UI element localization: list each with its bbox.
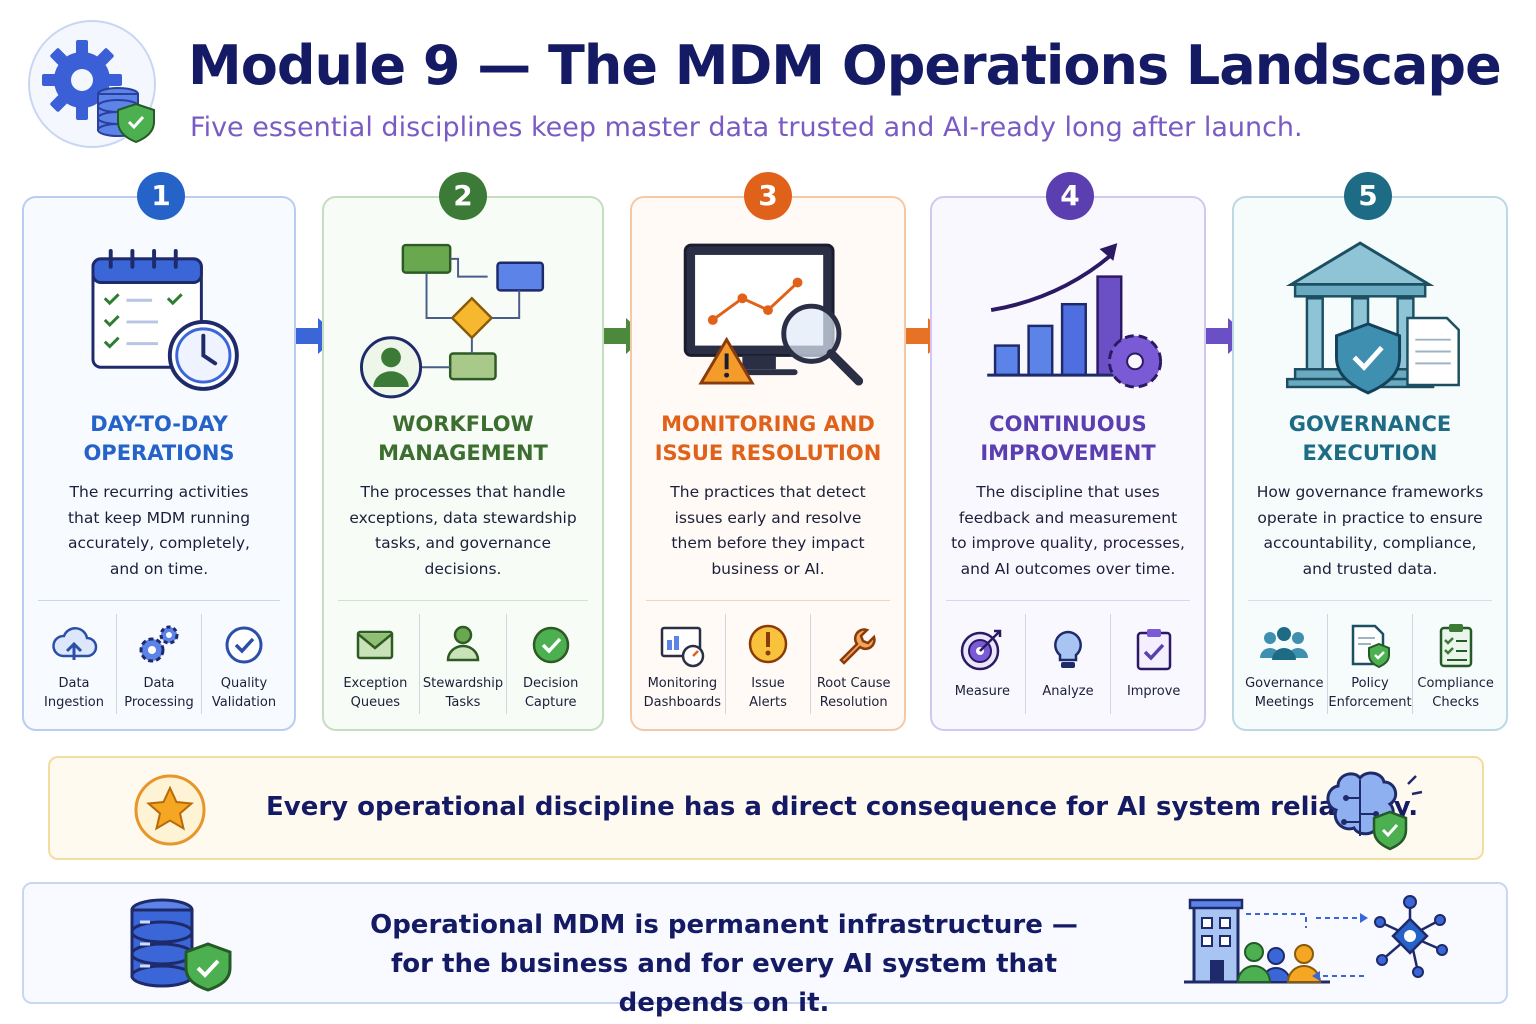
subitem-analyze: Analyze	[1024, 614, 1111, 714]
subitem-label: Policy Enforcement	[1328, 676, 1412, 710]
card-subitems: Governance Meetings Policy Enforcement C…	[1242, 614, 1498, 714]
subitem-exception-queues: Exception Queues	[332, 614, 419, 714]
document-shield-icon	[1351, 624, 1390, 669]
subitem-label: Improve	[1126, 684, 1181, 699]
card-description: The practices that detect issues early a…	[670, 483, 866, 578]
person-icon	[446, 625, 480, 662]
card-description: How governance frameworks operate in pra…	[1256, 483, 1484, 578]
calendar-clock-icon	[91, 249, 239, 391]
card-divider	[646, 600, 890, 601]
wrench-icon	[838, 628, 876, 665]
subitem-label: Monitoring Dashboards	[643, 676, 721, 710]
card-title: WORKFLOW MANAGEMENT	[378, 412, 548, 465]
card-day-to-day-operations: 1 DAY-TO-DAY OPERATIONS The recurring ac…	[22, 172, 296, 731]
page-subtitle: Five essential disciplines keep master d…	[190, 112, 1303, 143]
card-divider	[946, 600, 1190, 601]
people-icon	[1260, 627, 1309, 660]
card-divider	[338, 600, 588, 601]
subitem-label: Exception Queues	[343, 676, 408, 710]
subitem-label: Governance Meetings	[1245, 676, 1324, 710]
subitem-label: Issue Alerts	[749, 676, 787, 710]
dashboard-icon	[661, 626, 705, 668]
card-title: DAY-TO-DAY OPERATIONS	[83, 412, 235, 465]
ai-reliability-statement: Every operational discipline has a direc…	[266, 792, 1419, 822]
target-icon	[961, 629, 1002, 671]
card-number-badge: 1	[137, 172, 185, 220]
card-governance-execution: 5 GOVERNANCE EXECUTION How governance fr…	[1232, 172, 1508, 731]
subitem-quality-validation: Quality Validation	[201, 614, 286, 714]
subitem-root-cause-resolution: Root Cause Resolution	[810, 614, 896, 714]
subitem-compliance-checks: Compliance Checks	[1412, 614, 1498, 714]
card-subitems: Data Ingestion Data Processing Quality V…	[32, 614, 286, 714]
check-circle-icon	[532, 626, 569, 664]
card-subitems: Monitoring Dashboards Issue Alerts Root …	[640, 614, 896, 714]
card-monitoring-issue-resolution: 3 MONITORING AND ISSUE RESOLUTION The pr…	[630, 172, 906, 731]
card-subitems: Measure Analyze Improve	[940, 614, 1196, 714]
building-shield-icon	[1285, 241, 1460, 395]
subitem-label: Stewardship Tasks	[422, 676, 504, 710]
card-workflow-management: 2 WORKFLOW MANAGEMENT The processes that…	[322, 172, 604, 731]
subitem-label: Data Processing	[124, 676, 194, 710]
check-circle-icon	[225, 626, 263, 664]
subitem-data-processing: Data Processing	[116, 614, 201, 714]
subitem-label: Analyze	[1042, 684, 1094, 699]
card-divider	[1248, 600, 1492, 601]
checklist-icon	[1439, 624, 1472, 668]
ai-reliability-banner: Every operational discipline has a direc…	[48, 756, 1484, 860]
subitem-decision-capture: Decision Capture	[506, 614, 594, 714]
card-subitems: Exception Queues Stewardship Tasks Decis…	[332, 614, 594, 714]
subitem-label: Compliance Checks	[1417, 676, 1494, 710]
clipboard-check-icon	[1136, 629, 1171, 671]
growth-chart-icon	[987, 243, 1163, 389]
subitem-label: Decision Capture	[523, 676, 579, 710]
card-continuous-improvement: 4 CONTINUOUS IMPROVEMENT The discipline …	[930, 172, 1206, 731]
card-number-badge: 5	[1344, 172, 1392, 220]
subitem-data-ingestion: Data Ingestion	[32, 614, 116, 714]
subitem-governance-meetings: Governance Meetings	[1242, 614, 1327, 714]
infrastructure-statement: Operational MDM is permanent infrastruct…	[370, 910, 1078, 1018]
subitem-label: Measure	[954, 684, 1010, 699]
subitem-policy-enforcement: Policy Enforcement	[1326, 614, 1413, 714]
card-number-badge: 2	[439, 172, 487, 220]
subitem-label: Root Cause Resolution	[816, 676, 891, 710]
cloud-upload-icon	[52, 627, 98, 660]
card-description: The discipline that uses feedback and me…	[951, 483, 1185, 578]
subitem-label: Data Ingestion	[44, 676, 104, 710]
card-number-badge: 4	[1046, 172, 1094, 220]
database-shield-icon	[130, 898, 232, 992]
card-divider	[38, 600, 280, 601]
subitem-stewardship-tasks: Stewardship Tasks	[418, 614, 507, 714]
card-title: MONITORING AND ISSUE RESOLUTION	[654, 412, 882, 465]
card-title: GOVERNANCE EXECUTION	[1288, 412, 1452, 465]
subitem-monitoring-dashboards: Monitoring Dashboards	[640, 614, 725, 714]
infrastructure-banner: Operational MDM is permanent infrastruct…	[22, 882, 1508, 1018]
lightbulb-icon	[1054, 630, 1082, 668]
header-gear-database-shield-icon	[28, 20, 156, 148]
monitor-magnifier-icon	[683, 243, 864, 386]
card-number-badge: 3	[744, 172, 792, 220]
brain-shield-icon	[1326, 771, 1423, 851]
gears-icon	[139, 625, 179, 663]
subitem-improve: Improve	[1110, 614, 1196, 714]
card-description: The processes that handle exceptions, da…	[349, 483, 577, 578]
star-icon	[134, 774, 206, 846]
workflow-diagram-icon	[359, 243, 545, 399]
envelope-icon	[357, 630, 394, 660]
page-title: Module 9 — The MDM Operations Landscape	[188, 34, 1502, 97]
subitem-measure: Measure	[940, 614, 1025, 714]
alert-icon	[748, 624, 788, 664]
subitem-issue-alerts: Issue Alerts	[724, 614, 811, 714]
subitem-label: Quality Validation	[211, 676, 277, 710]
card-title: CONTINUOUS IMPROVEMENT	[980, 412, 1156, 465]
organization-network-icon	[1184, 895, 1448, 984]
card-description: The recurring activities that keep MDM r…	[67, 483, 251, 578]
